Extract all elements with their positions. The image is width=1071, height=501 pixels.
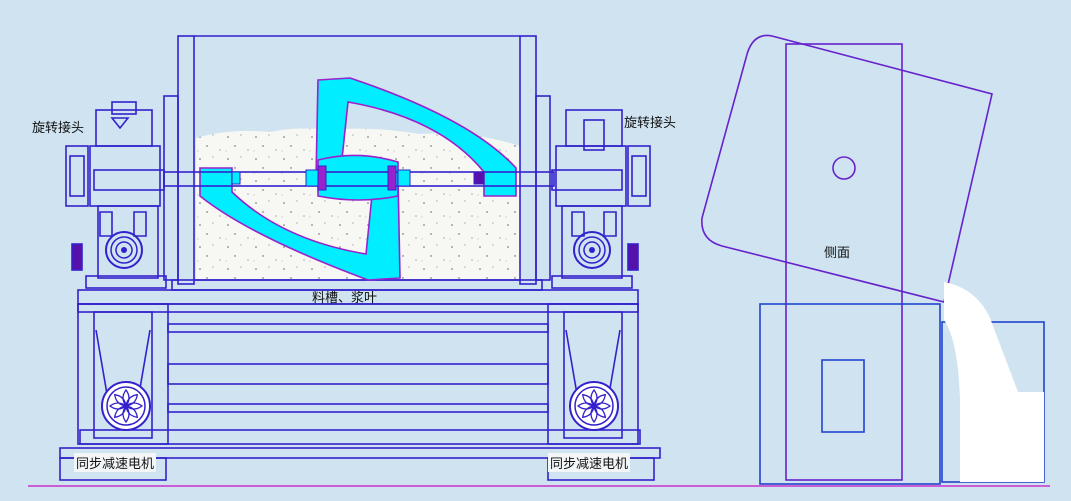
right-bearing-assembly	[551, 109, 651, 289]
discharge-chute	[944, 282, 1044, 482]
right-gear	[573, 231, 611, 269]
tilted-trough	[701, 34, 993, 303]
label-trough-paddle: 料槽、浆叶	[312, 291, 378, 306]
motor-right	[569, 381, 619, 431]
left-gear	[105, 231, 143, 269]
motor-left	[101, 381, 151, 431]
hub-bolts	[231, 165, 485, 191]
side-view	[701, 34, 993, 481]
base-frame	[59, 289, 661, 481]
label-rotary-joint-right: 旋转接头	[624, 116, 677, 131]
label-rotary-joint-left: 旋转接头	[32, 121, 85, 136]
label-motor-left: 同步减速电机	[74, 453, 157, 472]
paddle	[199, 77, 517, 281]
label-motor-right: 同步减速电机	[548, 453, 631, 472]
label-side-view: 侧面	[824, 246, 851, 261]
